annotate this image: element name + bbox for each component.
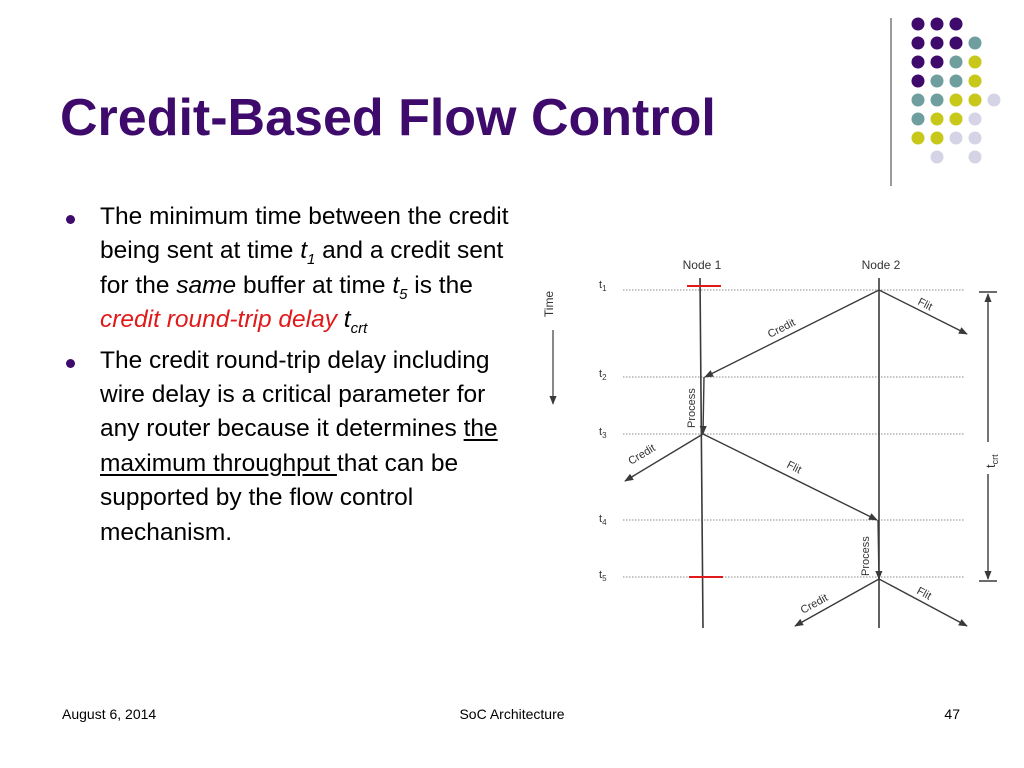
process-label-1: Process	[686, 388, 698, 428]
dot-row-3	[911, 55, 982, 69]
t3-label: t3	[599, 426, 607, 440]
bullet-1-text-b: and a credit sent for the	[100, 237, 504, 299]
credit-arrow-1	[704, 289, 880, 378]
credit-round-trip-delay-term: credit round-trip delay	[100, 306, 337, 334]
bullet-dot-icon	[66, 215, 75, 224]
tcrt-diagram-label: tcrt	[983, 454, 1000, 468]
node2-label: Node 2	[862, 258, 901, 272]
slide-title: Credit-Based Flow Control	[60, 89, 716, 147]
vertical-divider	[890, 18, 892, 186]
t1-label: t1	[599, 279, 607, 293]
process-arrow-2	[875, 519, 883, 580]
flit-label-1: Flit	[916, 296, 935, 313]
footer-course: SoC Architecture	[459, 706, 565, 722]
bullet-1-text-a: The minimum time between the credit bein…	[100, 203, 509, 265]
credit-timing-diagram: t1 t2 t3 t4 t5 Node 1 Node 2 Time Flit C…	[542, 258, 1000, 629]
bullet-list: The minimum time between the credit bein…	[62, 200, 530, 556]
dot-row-7	[911, 131, 982, 145]
flit-label-2: Flit	[785, 459, 804, 476]
process-arrow-1	[699, 376, 707, 435]
same-emphasis: same	[176, 271, 237, 299]
process-label-2: Process	[860, 536, 872, 576]
bullet-2-text-b: that can be supported by the flow contro…	[100, 449, 459, 546]
t4-label: t4	[599, 513, 607, 527]
max-throughput-term: the maximum throughput	[100, 415, 498, 477]
dot-row-4	[911, 74, 982, 88]
credit-label-3: Credit	[799, 592, 830, 617]
bullet-1-text-d: is the	[407, 271, 473, 299]
flit-arrow-3	[878, 578, 968, 627]
dot-row-8	[930, 150, 982, 164]
footer-date: August 6, 2014	[62, 706, 157, 722]
time-axis-label: Time	[542, 291, 556, 318]
dot-row-6	[911, 112, 982, 126]
dot-row-1	[911, 17, 963, 31]
node1-label: Node 1	[683, 258, 722, 272]
decorative-dot-grid	[911, 17, 1001, 164]
bullet-2-text-a: The credit round-trip delay including wi…	[100, 346, 490, 443]
dot-row-2	[911, 36, 982, 50]
footer-page-number: 47	[944, 706, 960, 722]
flit-arrow-2	[702, 433, 878, 521]
node1-timeline	[699, 277, 704, 629]
t1-variable: t1	[300, 237, 316, 269]
bullet-1-text-c: buffer at time	[236, 271, 393, 299]
credit-arrow-2	[624, 433, 704, 482]
flit-arrow-1	[878, 289, 968, 335]
credit-arrow-3	[794, 578, 880, 627]
t5-variable: t5	[392, 271, 408, 303]
t2-label: t2	[599, 368, 607, 382]
tcrt-variable: tcrt	[343, 306, 368, 338]
t5-label: t5	[599, 569, 607, 583]
dot-row-5	[911, 93, 1001, 107]
bullet-item-2: The credit round-trip delay including wi…	[62, 344, 530, 550]
bullet-dot-icon	[66, 358, 75, 368]
bullet-item-1: The minimum time between the credit bein…	[62, 200, 530, 338]
credit-label-1: Credit	[766, 317, 798, 341]
